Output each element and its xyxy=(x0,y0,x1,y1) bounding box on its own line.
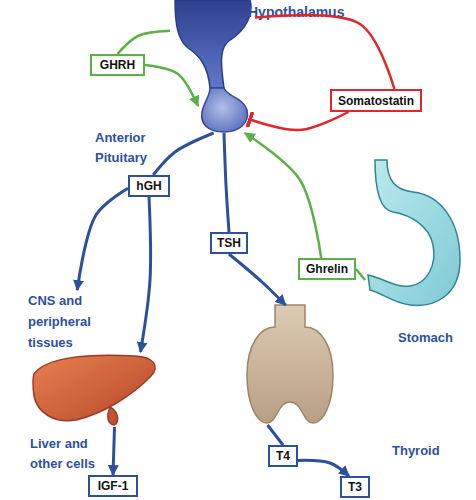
signal-connector xyxy=(356,269,365,280)
signal-connector xyxy=(118,31,171,54)
hypothalamus-shape xyxy=(170,0,255,88)
thyroid-shape xyxy=(245,305,335,425)
organ-label: Liver and other cells xyxy=(30,434,100,474)
organ-label: Thyroid xyxy=(392,441,462,461)
hormone-box: GHRH xyxy=(90,54,145,76)
hormone-label: GHRH xyxy=(100,58,135,72)
hormone-label: IGF-1 xyxy=(98,479,129,493)
organ-label: CNS and peripheral tissues xyxy=(28,290,110,353)
signal-connector xyxy=(298,460,349,476)
signal-connector xyxy=(224,133,229,232)
organ-label: Hypothalamus xyxy=(248,2,358,22)
hormone-label: T4 xyxy=(276,449,290,463)
pituitary-shape xyxy=(198,88,250,133)
signal-connector xyxy=(77,188,128,290)
liver-illustration: Liver and other cells xyxy=(30,352,160,427)
stomach-shape xyxy=(365,160,465,310)
organ-outline xyxy=(202,88,248,132)
hormone-box: T3 xyxy=(340,476,370,498)
organ-outline xyxy=(368,160,460,305)
hormone-box: hGH xyxy=(128,175,170,197)
organ-outline xyxy=(247,305,333,423)
organ-outline xyxy=(33,355,155,425)
hormone-label: Ghrelin xyxy=(306,262,348,276)
hormone-label: TSH xyxy=(217,236,241,250)
signal-connector xyxy=(113,427,115,475)
liver-shape xyxy=(30,352,160,427)
hormone-box: TSH xyxy=(210,232,248,254)
organ-outline xyxy=(175,0,251,88)
inhibition-connector xyxy=(250,112,348,130)
organ-label: Anterior Pituitary xyxy=(95,128,167,168)
hypothalamus-illustration: Hypothalamus xyxy=(170,0,255,88)
hormone-box: T4 xyxy=(268,445,298,467)
hormone-box: Ghrelin xyxy=(298,258,356,280)
pituitary-illustration: Anterior Pituitary xyxy=(198,88,250,133)
signal-connector xyxy=(153,133,213,175)
signal-connector xyxy=(245,133,321,258)
hormone-label: hGH xyxy=(136,179,161,193)
hormone-label: Somatostatin xyxy=(338,94,414,108)
signal-connector xyxy=(229,254,286,305)
signal-connector xyxy=(145,65,198,106)
signal-connector xyxy=(268,425,284,445)
hormone-box: Somatostatin xyxy=(330,89,422,112)
target-label: CNS and peripheral tissues xyxy=(28,290,110,353)
signal-connector xyxy=(255,15,394,89)
hormone-box: IGF-1 xyxy=(88,475,138,497)
organ-label: Stomach xyxy=(398,328,468,348)
hormone-label: T3 xyxy=(348,480,362,494)
stomach-illustration: Stomach xyxy=(365,160,465,310)
signal-connector xyxy=(141,197,151,352)
thyroid-illustration: Thyroid xyxy=(245,305,335,425)
